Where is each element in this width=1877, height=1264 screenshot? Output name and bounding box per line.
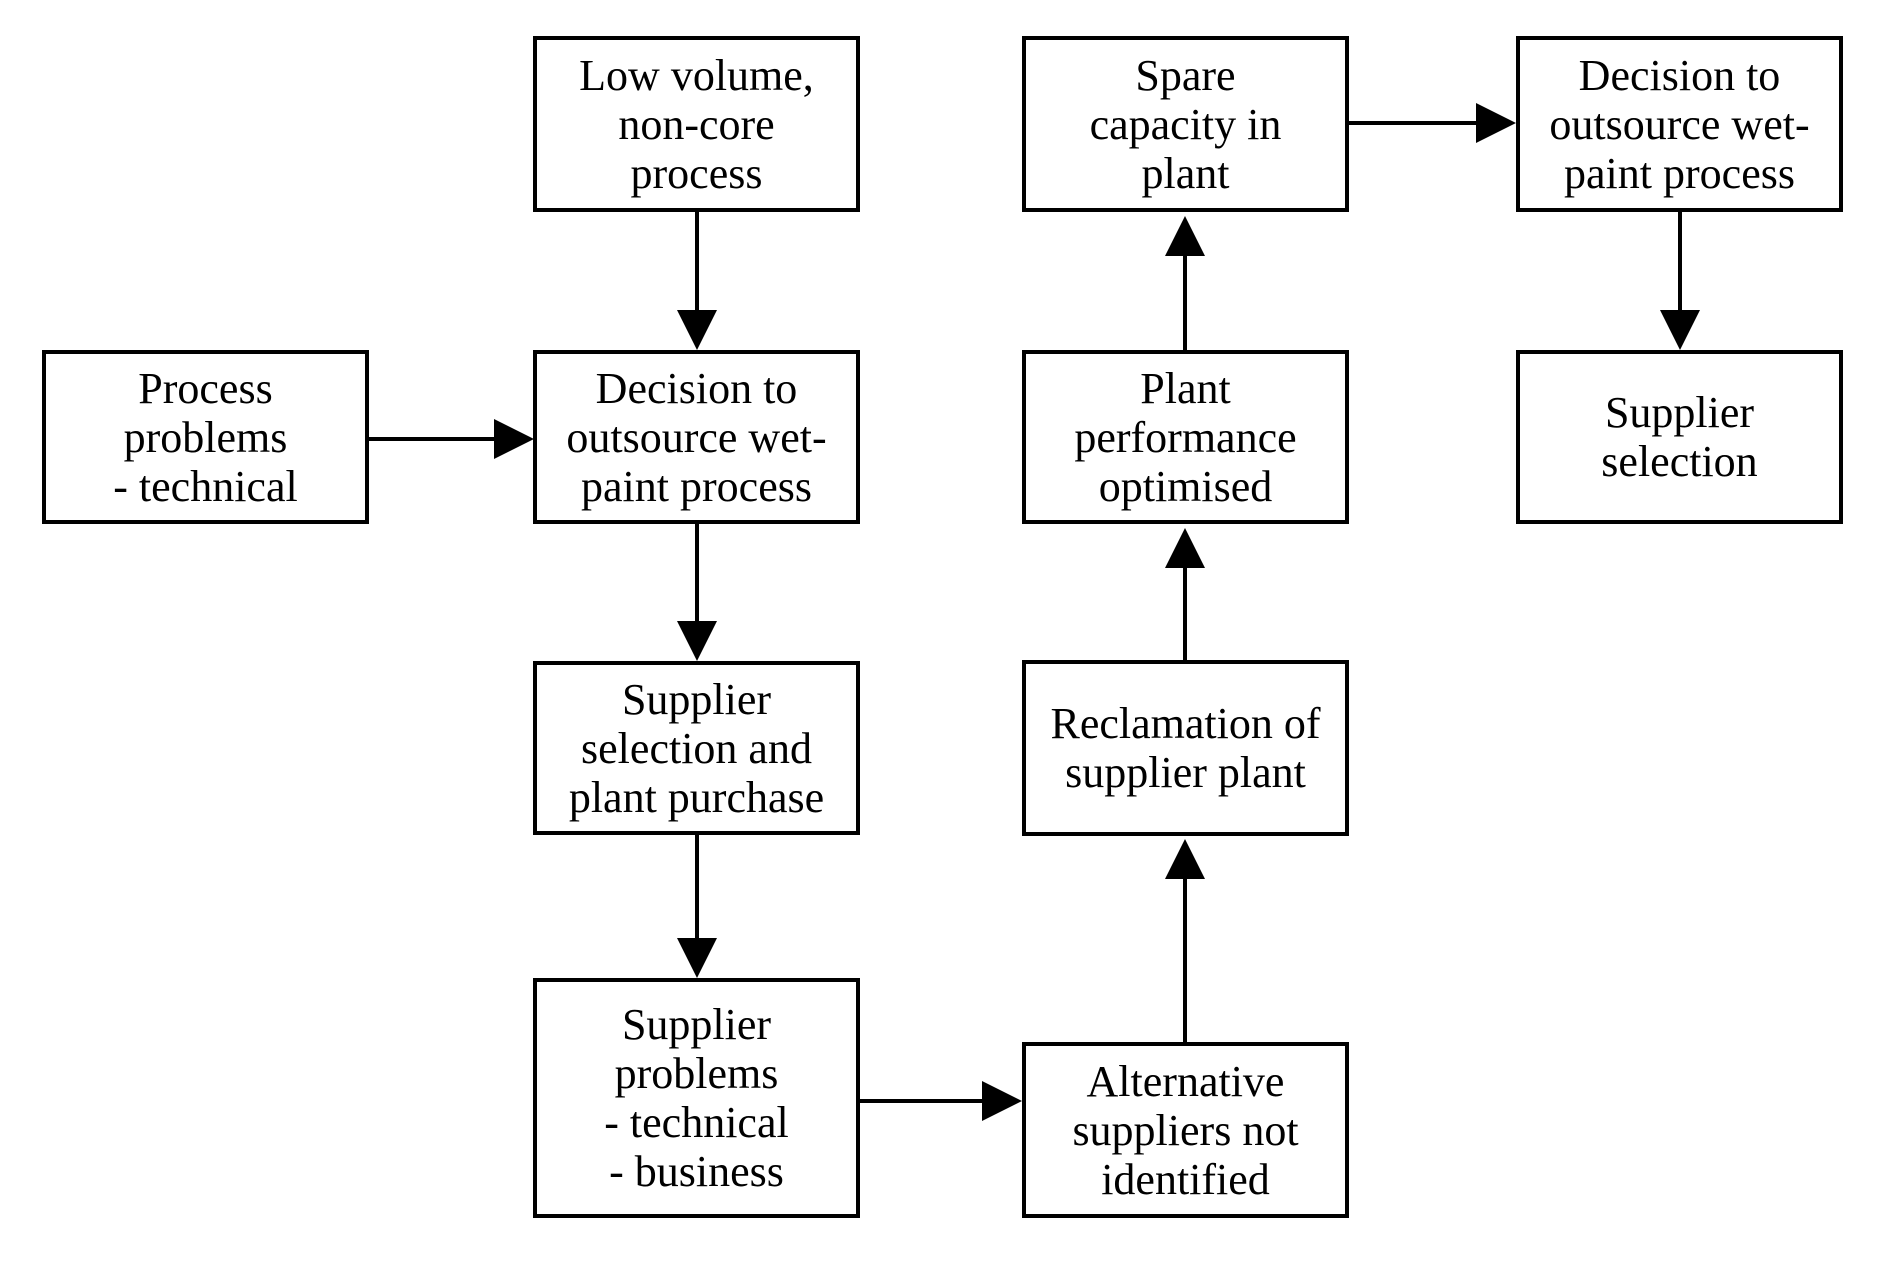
- node-text-line: outsource wet-: [566, 412, 827, 462]
- node-text-line: identified: [1101, 1154, 1270, 1204]
- node-text-line: selection and: [581, 723, 812, 773]
- node-text-line: - technical: [113, 461, 298, 511]
- node-text-line: plant: [1141, 148, 1230, 198]
- node-plant-performance-optimised: Plant performance optimised: [1022, 350, 1349, 524]
- node-text-line: capacity in: [1089, 99, 1282, 149]
- node-text-line: non-core: [618, 99, 775, 149]
- node-decision-to-outsource-2: Decision to outsource wet- paint process: [1516, 36, 1843, 212]
- node-supplier-selection: Supplier selection: [1516, 350, 1843, 524]
- node-text-line: - technical: [604, 1098, 789, 1147]
- node-text-line: problems: [614, 1049, 779, 1098]
- node-supplier-selection-and-plant-purchase: Supplier selection and plant purchase: [533, 661, 860, 835]
- node-text-line: paint process: [1564, 148, 1795, 198]
- node-text-line: selection: [1601, 437, 1758, 486]
- node-text-line: Supplier: [1604, 388, 1755, 437]
- node-text-line: Process: [138, 363, 273, 413]
- node-text-line: optimised: [1098, 461, 1273, 511]
- node-text-line: Decision to: [1578, 50, 1781, 100]
- node-text-line: - business: [609, 1147, 784, 1196]
- node-reclamation-of-supplier-plant: Reclamation of supplier plant: [1022, 660, 1349, 836]
- node-text-line: supplier plant: [1065, 748, 1306, 797]
- node-text-line: performance: [1074, 412, 1297, 462]
- node-text-line: Supplier: [621, 1000, 772, 1049]
- node-text-line: problems: [123, 412, 288, 462]
- node-spare-capacity-in-plant: Spare capacity in plant: [1022, 36, 1349, 212]
- node-low-volume-non-core-process: Low volume, non-core process: [533, 36, 860, 212]
- node-text-line: process: [630, 148, 763, 198]
- node-text-line: Spare: [1135, 50, 1236, 100]
- node-alternative-suppliers-not-identified: Alternative suppliers not identified: [1022, 1042, 1349, 1218]
- node-process-problems-technical: Process problems - technical: [42, 350, 369, 524]
- node-text-line: Decision to: [595, 363, 798, 413]
- node-text-line: paint process: [581, 461, 812, 511]
- node-text-line: Plant: [1140, 363, 1231, 413]
- node-supplier-problems: Supplier problems - technical - business: [533, 978, 860, 1218]
- node-decision-to-outsource-1: Decision to outsource wet- paint process: [533, 350, 860, 524]
- node-text-line: Supplier: [621, 674, 772, 724]
- node-text-line: outsource wet-: [1549, 99, 1810, 149]
- node-text-line: plant purchase: [568, 772, 825, 822]
- node-text-line: Reclamation of: [1050, 699, 1321, 748]
- node-text-line: Alternative: [1086, 1056, 1285, 1106]
- node-text-line: suppliers not: [1072, 1105, 1299, 1155]
- node-text-line: Low volume,: [579, 50, 814, 100]
